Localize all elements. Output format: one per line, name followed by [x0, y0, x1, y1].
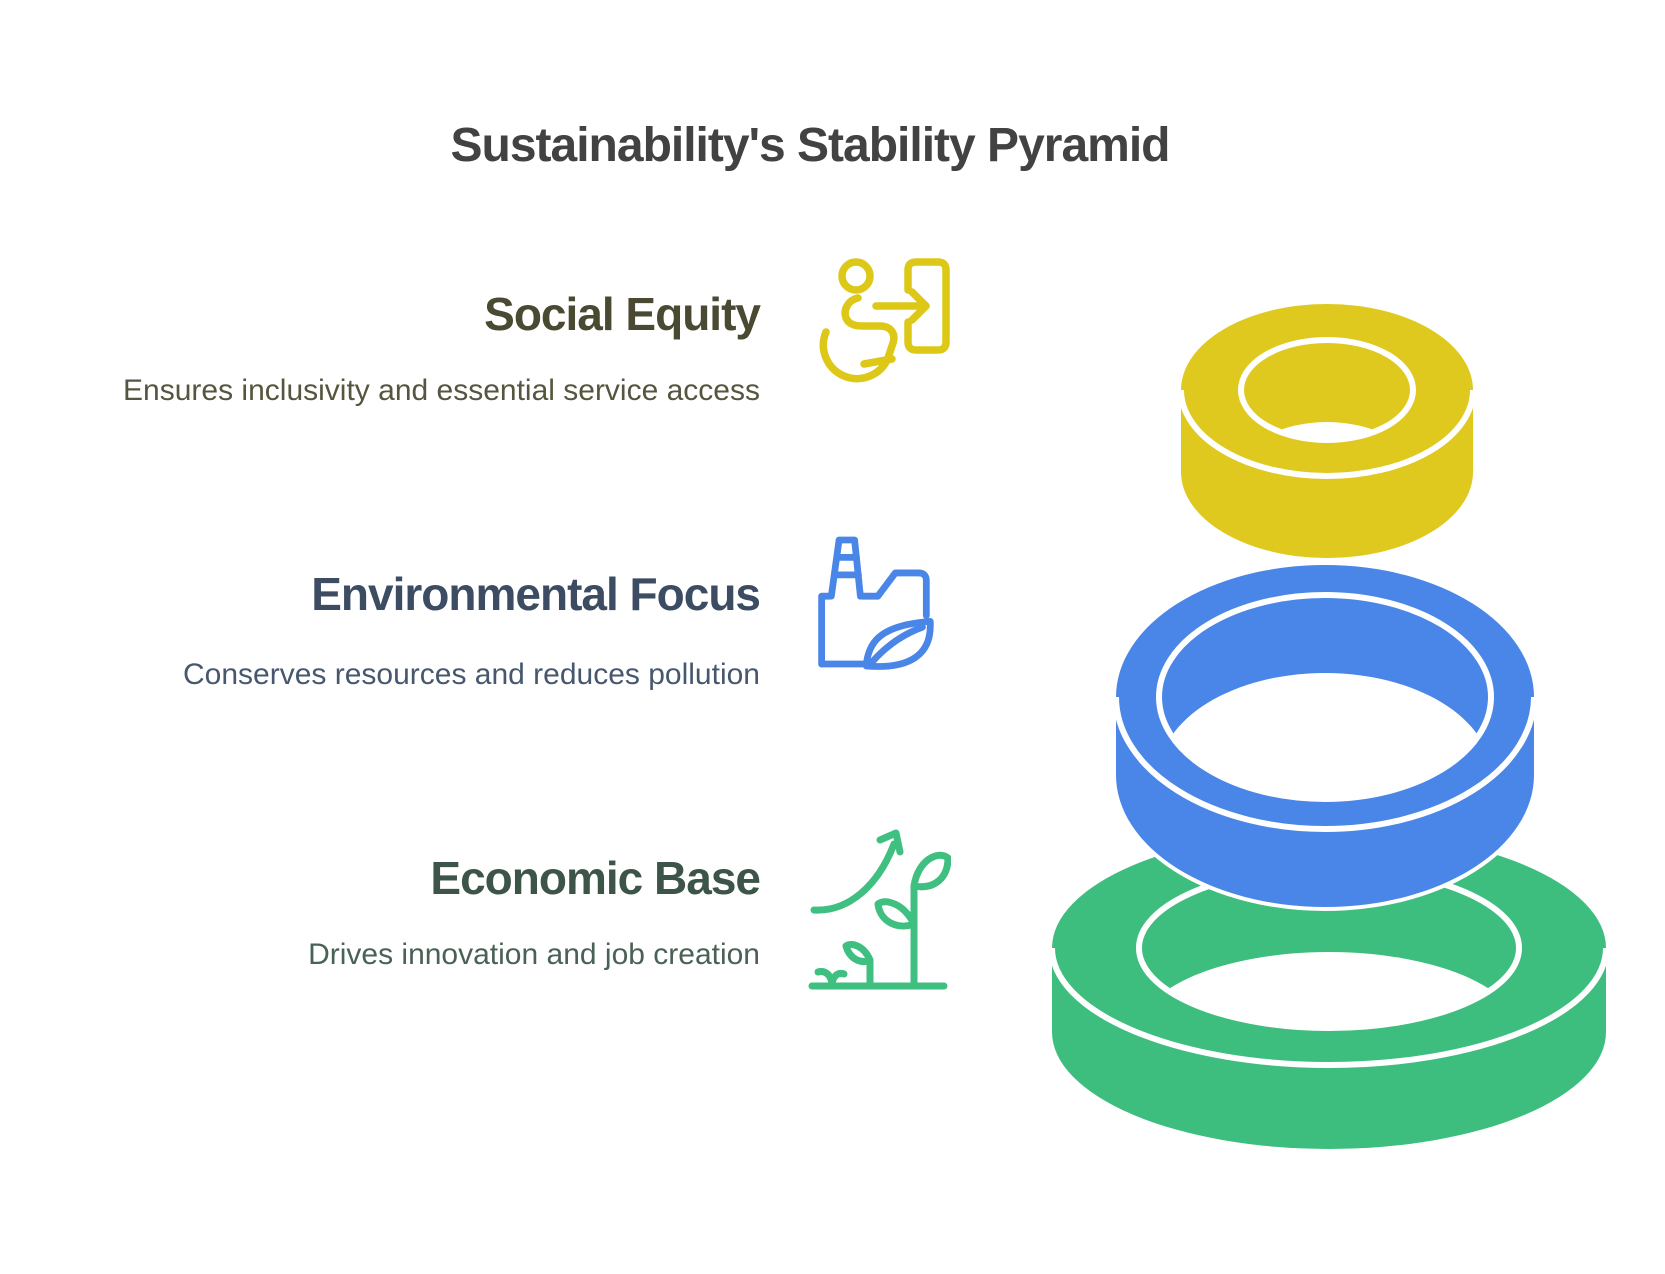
ring-face-edge [1178, 389, 1476, 479]
ring-hole-rim [1238, 337, 1416, 443]
arrow-head-shape [908, 288, 930, 324]
page-title: Sustainability's Stability Pyramid [450, 119, 1171, 172]
wheel-shape [819, 328, 892, 383]
ring-face-edge [1049, 947, 1609, 1068]
small-leaf-shape [842, 941, 874, 965]
leaf-right-shape [910, 851, 952, 891]
wheelchair-exit-icon [812, 246, 952, 411]
leaf-vein-shape [868, 623, 926, 666]
section-description-social-equity: Ensures inclusivity and essential servic… [123, 374, 760, 407]
leaf-left-shape [874, 898, 918, 930]
ring-environmental-focus [1112, 561, 1538, 911]
exit-door-shape [904, 258, 950, 354]
ring-hole-light [1139, 952, 1519, 1028]
eco-factory-icon [810, 534, 936, 675]
section-description-economic-base: Drives innovation and job creation [308, 938, 760, 971]
ring-face-edge [1113, 696, 1537, 832]
plant-growth-icon [806, 810, 952, 1000]
ring-hole-rim [1156, 592, 1494, 802]
section-heading-environmental-focus: Environmental Focus [311, 568, 761, 620]
section-description-environmental-focus: Conserves resources and reduces pollutio… [183, 658, 760, 691]
section-heading-economic-base: Economic Base [430, 852, 761, 904]
ring-inner-wall [1241, 340, 1413, 440]
grass-blade-shape [828, 970, 848, 990]
person-head-shape [838, 258, 874, 294]
section-heading-social-equity: Social Equity [484, 288, 761, 340]
person-body-shape [841, 294, 898, 362]
growth-arrow-head-shape [876, 829, 904, 856]
ring-social-equity [1177, 300, 1477, 562]
ring-hole-light [1159, 673, 1491, 799]
ring-economic-base [1048, 827, 1610, 1153]
factory-body-shape [818, 569, 930, 668]
growth-arrow-shape [810, 840, 898, 914]
chimney-shape [827, 536, 864, 600]
